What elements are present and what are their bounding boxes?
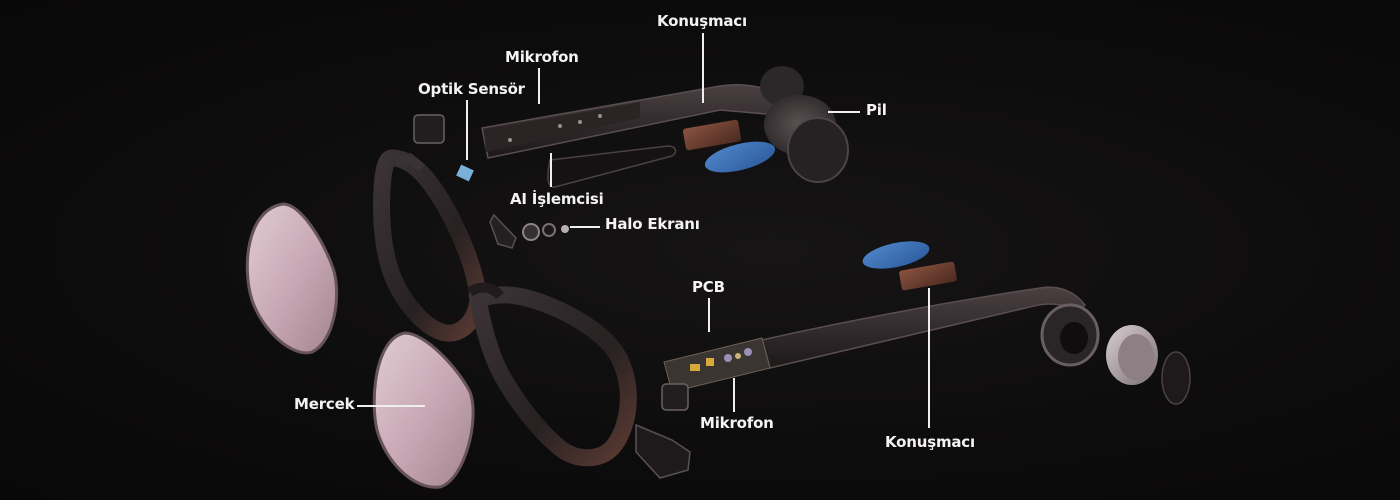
leader-pil xyxy=(828,111,860,113)
right-lens xyxy=(372,331,475,489)
leader-mikrofon-bottom xyxy=(733,378,735,412)
leader-pcb xyxy=(708,298,710,332)
label-mercek: Mercek xyxy=(294,395,355,413)
hinge-clip xyxy=(635,423,691,479)
leader-mercek xyxy=(357,405,425,407)
halo-display-parts xyxy=(489,213,569,249)
leader-mikrofon-top xyxy=(538,68,540,104)
leader-halo-ekrani xyxy=(570,226,600,228)
leader-ai-islemcisi xyxy=(550,153,552,187)
label-mikrofon-bottom: Mikrofon xyxy=(700,414,774,432)
upper-blue-pad xyxy=(704,141,776,173)
lower-hinge xyxy=(661,383,689,411)
upper-battery xyxy=(787,117,849,183)
label-pcb: PCB xyxy=(692,278,725,296)
upper-arm xyxy=(481,83,802,188)
optic-sensor-chip xyxy=(456,164,474,182)
label-konusmaci-bottom: Konuşmacı xyxy=(885,433,975,451)
glasses-front-frame xyxy=(373,149,637,467)
lower-arm xyxy=(663,286,1086,393)
lower-pcb xyxy=(663,337,771,393)
label-optik-sensor: Optik Sensör xyxy=(418,80,525,98)
leader-konusmaci-bottom xyxy=(928,288,930,428)
label-halo-ekrani: Halo Ekranı xyxy=(605,215,700,233)
label-konusmaci-top: Konuşmacı xyxy=(657,12,747,30)
hinge-part xyxy=(413,114,445,144)
lower-blue-pad xyxy=(862,241,930,269)
leader-konusmaci-top xyxy=(702,33,704,103)
leader-optik-sensor xyxy=(466,100,468,160)
lower-speaker xyxy=(899,261,957,291)
label-mikrofon-top: Mikrofon xyxy=(505,48,579,66)
label-pil: Pil xyxy=(866,101,887,119)
left-lens xyxy=(245,202,339,355)
label-ai-islemcisi: AI İşlemcisi xyxy=(510,190,604,208)
upper-speaker xyxy=(682,119,742,151)
lower-battery-cap xyxy=(1161,351,1191,405)
